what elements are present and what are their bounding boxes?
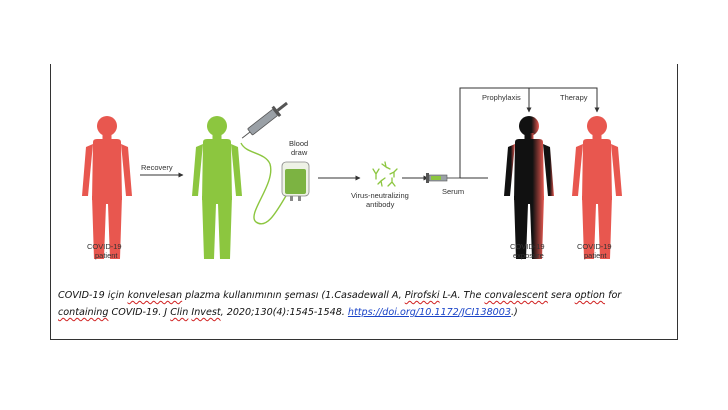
blood-draw-label-2: draw bbox=[291, 148, 308, 157]
covid-patient-label: COVID-19 bbox=[87, 242, 122, 251]
blood-draw-label-1: Blood bbox=[289, 139, 308, 148]
caption-text: plazma kullanımının şeması (1.Casadewall… bbox=[182, 290, 405, 301]
caption-text: COVID-19 için bbox=[58, 290, 128, 301]
recovery-label: Recovery bbox=[141, 163, 173, 172]
caption-text: , 2020;130(4):1545-1548. bbox=[220, 307, 348, 318]
blood-tube bbox=[240, 142, 296, 225]
caption-text: L-A. The bbox=[439, 290, 485, 301]
caption-text: konvelesan bbox=[127, 290, 183, 301]
doi-link[interactable]: https://doi.org/10.1172/JCI138003 bbox=[347, 307, 511, 318]
covid-patient-2-label: COVID-19 bbox=[577, 242, 612, 251]
caption-text: for bbox=[605, 290, 622, 301]
virus-neutralizing-label-1: Virus-neutralizing bbox=[351, 191, 409, 200]
caption-text: containing bbox=[58, 307, 109, 318]
caption-text: option bbox=[574, 290, 606, 301]
figure-frame bbox=[50, 64, 678, 340]
caption-text: Invest bbox=[191, 307, 221, 318]
covid-exposure-sublabel: exposure bbox=[513, 251, 544, 260]
serum-syringe-icon bbox=[426, 173, 460, 183]
covid-exposure-figure bbox=[504, 116, 554, 259]
recovered-donor-figure bbox=[192, 116, 242, 259]
caption-text: .) bbox=[511, 307, 518, 318]
covid-patient-2-sublabel: patient bbox=[584, 251, 607, 260]
covid-patient-therapy-figure bbox=[572, 116, 622, 259]
covid-patient-figure bbox=[82, 116, 132, 259]
blood-bag-icon bbox=[281, 161, 310, 201]
caption-text: COVID-19. J bbox=[108, 307, 171, 318]
covid-exposure-label: COVID-19 bbox=[510, 242, 545, 251]
caption-text: sera bbox=[547, 290, 575, 301]
therapy-label: Therapy bbox=[560, 93, 588, 102]
virus-neutralizing-label-2: antibody bbox=[366, 200, 395, 209]
caption-text: convalescent bbox=[484, 290, 548, 301]
prophylaxis-label: Prophylaxis bbox=[482, 93, 521, 102]
convalescent-plasma-diagram: Recovery Blood draw Virus-neutralizing a… bbox=[82, 87, 622, 260]
covid-patient-sublabel: patient bbox=[95, 251, 118, 260]
antibody-icon bbox=[372, 161, 398, 187]
figure-caption: COVID-19 için konvelesan plazma kullanım… bbox=[58, 287, 670, 321]
caption-text: Pirofski bbox=[404, 290, 440, 301]
serum-label: Serum bbox=[442, 187, 464, 196]
blood-draw-syringe-icon bbox=[241, 101, 288, 139]
caption-text: Clin bbox=[170, 307, 189, 318]
